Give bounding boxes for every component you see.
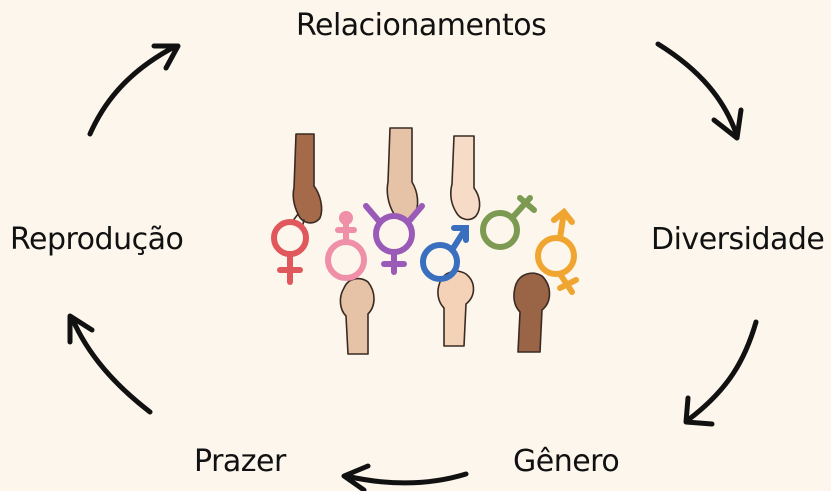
arrow-genero-to-prazer: [341, 463, 469, 491]
node-reproducao: Reprodução: [10, 222, 184, 257]
arrow-prazer-to-reproducao: [67, 313, 153, 415]
gender-symbol-orange-icon: [535, 207, 579, 295]
node-prazer: Prazer: [194, 444, 286, 479]
transgender-symbol-pink-icon: [325, 211, 367, 281]
hand-bottom-light-icon: [339, 277, 375, 355]
node-relacionamentos: Relacionamentos: [296, 8, 547, 43]
arrow-relacionamentos-to-diversidade: [655, 41, 744, 141]
male-symbol-icon: [420, 225, 469, 282]
arrow-diversidade-to-genero: [683, 319, 759, 427]
hand-top-light-icon: [386, 127, 419, 222]
gender-symbol-green-icon: [480, 195, 537, 250]
transgender-symbol-purple-icon: [363, 203, 425, 275]
hand-top-pale-icon: [450, 135, 481, 221]
hand-top-dark-icon: [291, 133, 323, 229]
arrow-reproducao-to-relacionamentos: [87, 43, 181, 137]
hand-bottom-dark-icon: [513, 272, 551, 353]
female-symbol-icon: [271, 219, 309, 285]
hand-bottom-pale-icon: [437, 270, 475, 347]
hands-holding-gender-symbols-illustration: [271, 127, 579, 355]
node-genero: Gênero: [513, 444, 620, 479]
node-diversidade: Diversidade: [651, 222, 825, 257]
